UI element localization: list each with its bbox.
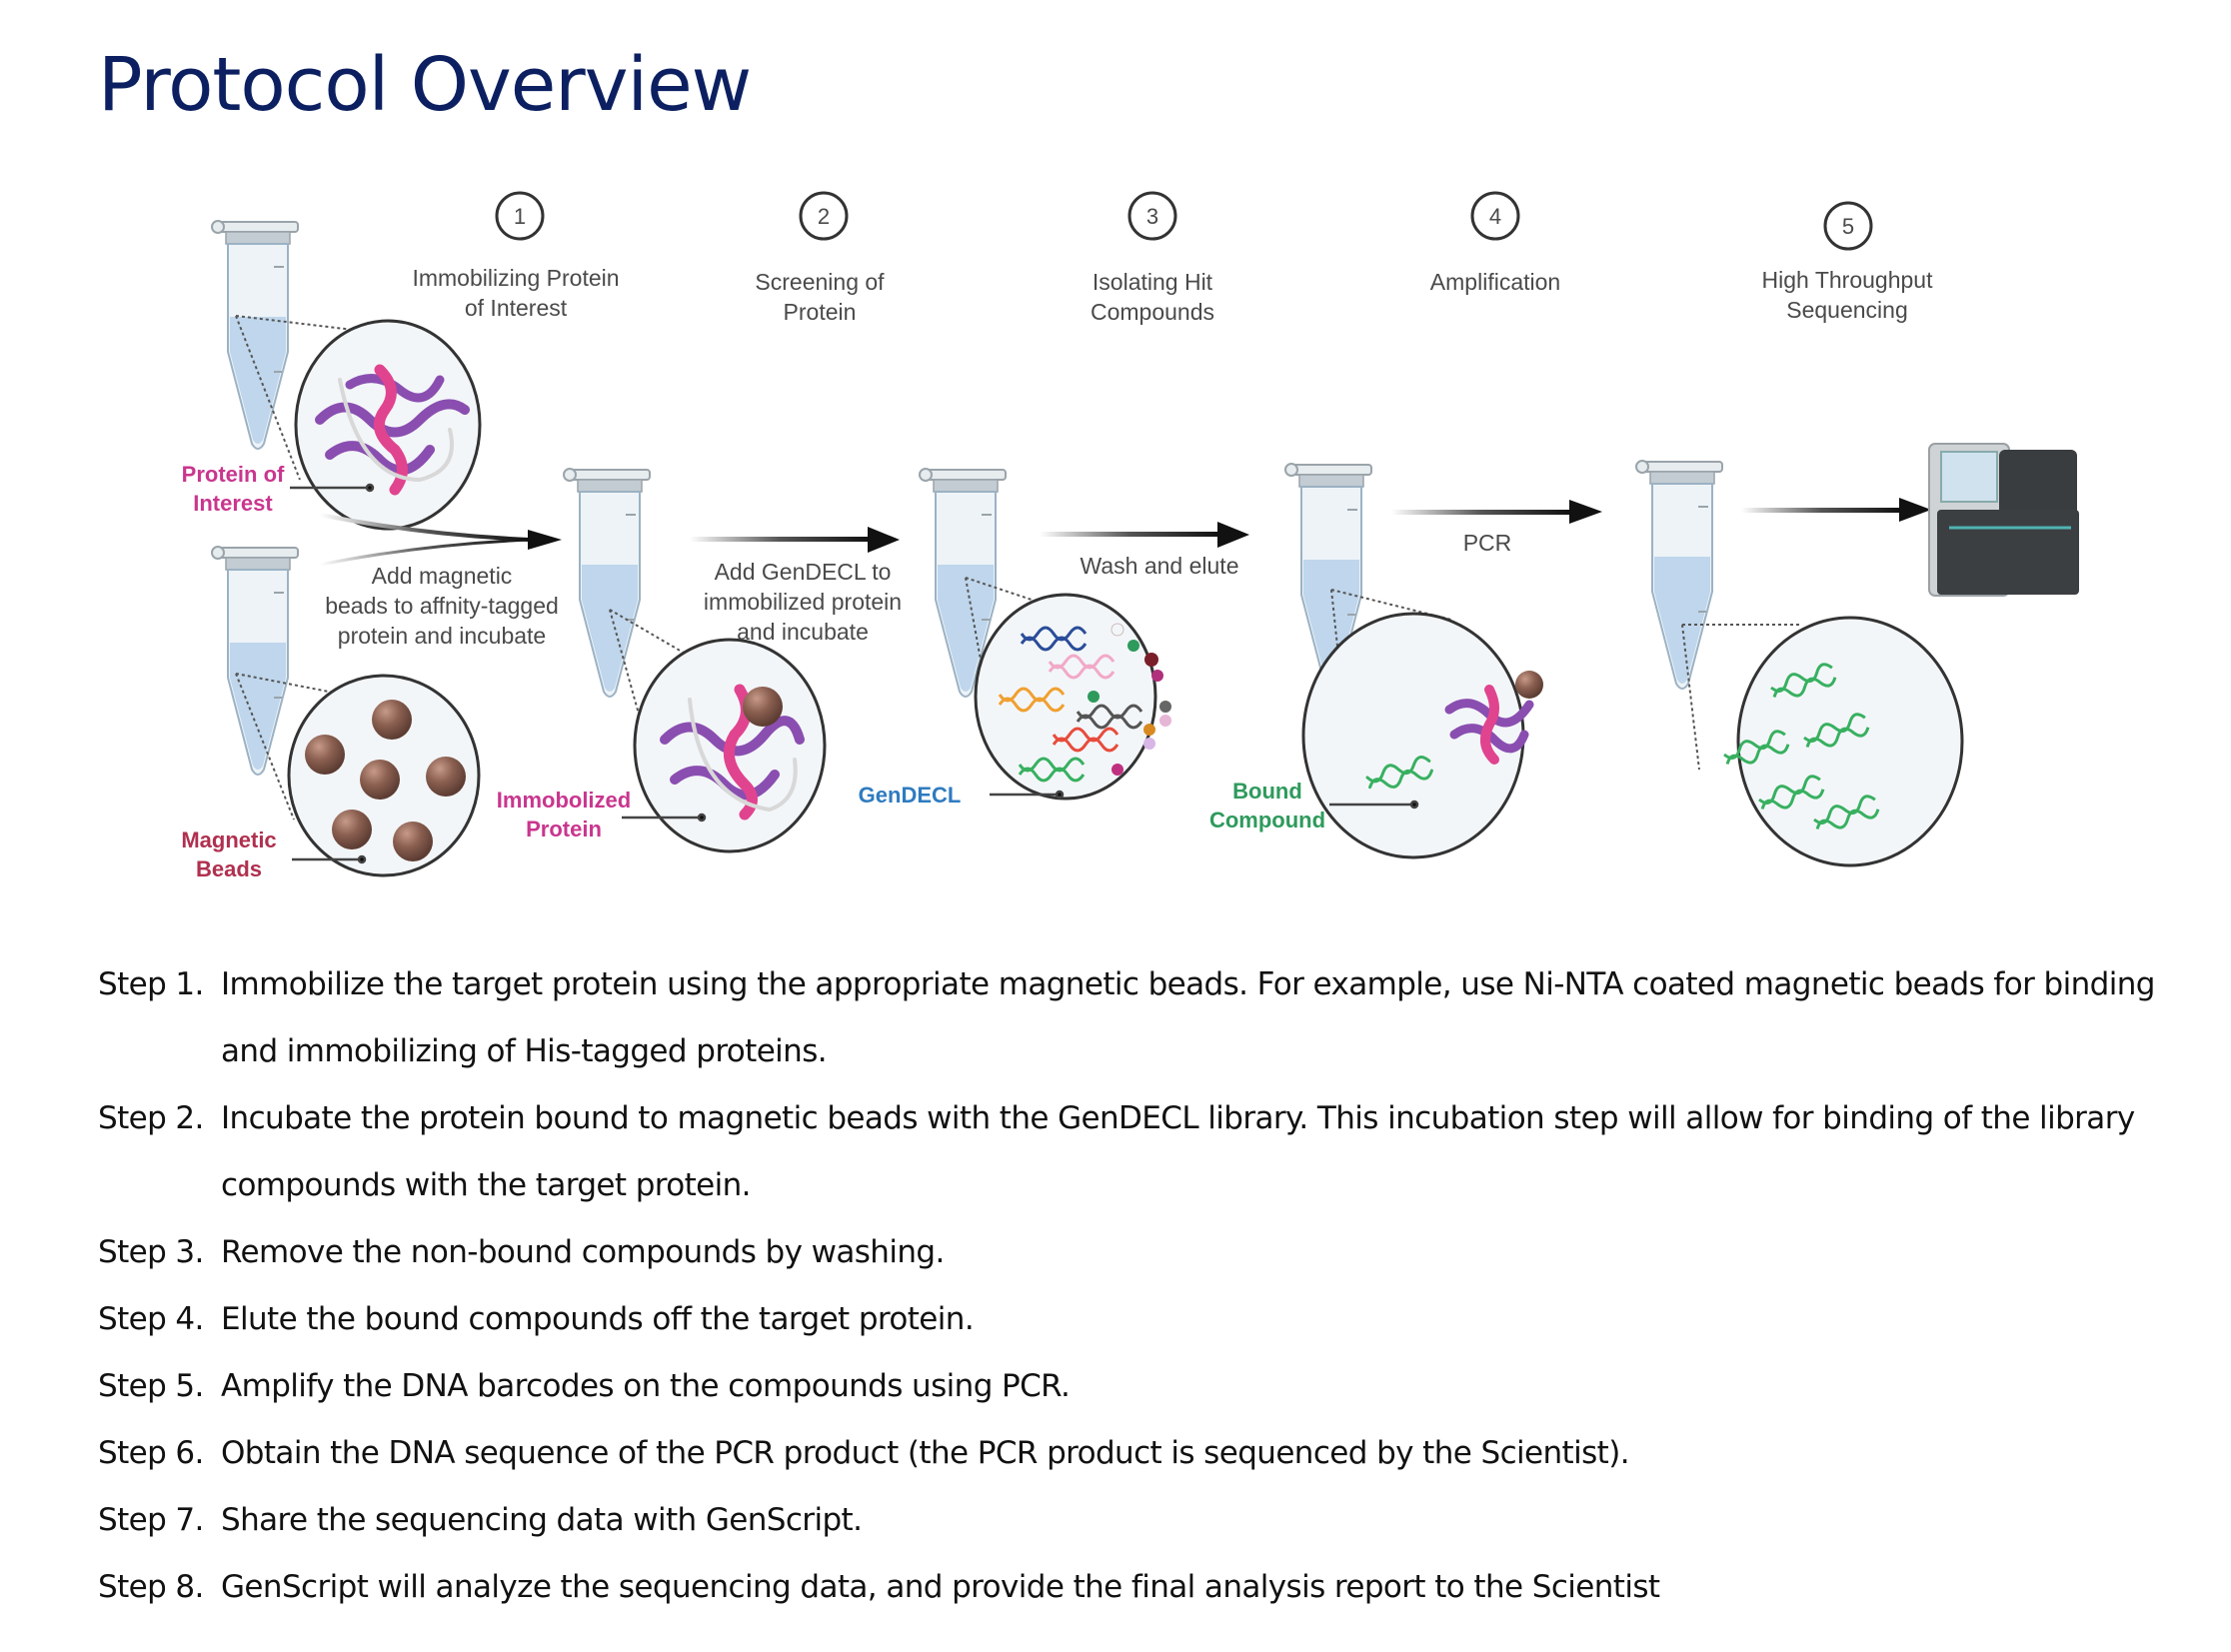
step-item: Step 4. Elute the bound compounds off the… bbox=[98, 1286, 2197, 1353]
step-item: Step 1. Immobilize the target protein usi… bbox=[98, 951, 2197, 1085]
step-item: Step 2. Incubate the protein bound to mag… bbox=[98, 1085, 2197, 1219]
protocol-diagram: 1 2 3 4 5 Immobilizing Protein of Intere… bbox=[181, 191, 2079, 881]
stage-3-number-badge bbox=[1127, 191, 1177, 241]
tube-beads-icon bbox=[211, 546, 299, 776]
wash-elute-label: Wash and elute bbox=[1080, 553, 1239, 579]
step-number: Step 8. bbox=[98, 1569, 204, 1605]
step-text: Immobilize the target protein using the … bbox=[221, 966, 2155, 1069]
step-item: Step 7. Share the sequencing data with Ge… bbox=[98, 1487, 2197, 1554]
tube-immobilized-icon bbox=[563, 468, 651, 698]
stage-2-number: 2 bbox=[817, 204, 831, 229]
arrow-sequencing-icon bbox=[1741, 498, 1931, 522]
arrow-wash-icon bbox=[1040, 522, 1249, 548]
stage-1-number: 1 bbox=[513, 204, 527, 229]
tube-protein-icon bbox=[211, 220, 299, 450]
diagram-graphics bbox=[211, 191, 2079, 877]
step-item: Step 6. Obtain the DNA sequence of the PC… bbox=[98, 1420, 2197, 1487]
magnetic-beads-label: Magnetic Beads bbox=[181, 827, 277, 881]
step-item: Step 5. Amplify the DNA barcodes on the c… bbox=[98, 1353, 2197, 1420]
add-gendecl-label: Add GenDECL to immobilized protein and i… bbox=[703, 559, 903, 645]
step-text: Elute the bound compounds off the target… bbox=[221, 1301, 975, 1337]
stage-1-number-badge bbox=[495, 191, 545, 241]
immobilized-protein-label: Immobolized Protein bbox=[496, 788, 632, 841]
stage-2-title: Screening of Protein bbox=[755, 269, 885, 325]
step-item: Step 8. GenScript will analyze the sequen… bbox=[98, 1554, 2197, 1621]
step-text: Remove the non-bound compounds by washin… bbox=[221, 1234, 945, 1270]
step-number: Step 2. bbox=[98, 1100, 204, 1136]
stage-5-title: High Throughput Sequencing bbox=[1761, 267, 1933, 323]
gendecl-zoom-circle bbox=[974, 593, 1157, 801]
pcr-label: PCR bbox=[1462, 530, 1512, 556]
step-number: Step 6. bbox=[98, 1435, 204, 1471]
step-item: Step 3. Remove the non-bound compounds by… bbox=[98, 1219, 2197, 1286]
callout-leader-lines bbox=[290, 483, 1419, 864]
magnetic-beads-icon bbox=[305, 700, 466, 861]
protein-zoom-circle bbox=[294, 319, 482, 531]
step-text: Amplify the DNA barcodes on the compound… bbox=[221, 1368, 1071, 1404]
bound-compound-icon bbox=[1363, 671, 1543, 795]
step-number: Step 1. bbox=[98, 966, 204, 1002]
stage-2-number-badge bbox=[799, 191, 849, 241]
add-beads-label: Add magnetic beads to affnity-tagged pro… bbox=[325, 563, 559, 649]
sequencer-machine-icon bbox=[1928, 443, 2079, 597]
protocol-steps-list: Step 1. Immobilize the target protein usi… bbox=[98, 951, 2197, 1621]
arrow-add-gendecl-icon bbox=[690, 527, 900, 553]
stage-3-number: 3 bbox=[1145, 204, 1159, 229]
step-number: Step 4. bbox=[98, 1301, 204, 1337]
tube-pcr-icon bbox=[1635, 460, 1723, 690]
stage-5-number: 5 bbox=[1841, 214, 1855, 239]
dna-library-icon bbox=[998, 623, 1171, 783]
protein-structure-icon bbox=[315, 364, 470, 496]
step-text: GenScript will analyze the sequencing da… bbox=[221, 1569, 1660, 1605]
arrow-add-beads-icon bbox=[319, 513, 562, 567]
step-text: Incubate the protein bound to magnetic b… bbox=[221, 1100, 2135, 1203]
protein-of-interest-label: Protein of Interest bbox=[181, 462, 285, 516]
stage-4-title: Amplification bbox=[1429, 269, 1561, 295]
stage-4-number-badge bbox=[1470, 191, 1520, 241]
step-number: Step 7. bbox=[98, 1502, 204, 1538]
immobilized-protein-icon bbox=[660, 684, 805, 821]
stage-4-number: 4 bbox=[1488, 204, 1502, 229]
gendecl-label: GenDECL bbox=[858, 783, 962, 808]
stage-3-title: Isolating Hit Compounds bbox=[1090, 269, 1215, 325]
step-text: Obtain the DNA sequence of the PCR produ… bbox=[221, 1435, 1630, 1471]
amplified-zoom-circle bbox=[1736, 616, 1964, 867]
stage-5-number-badge bbox=[1823, 201, 1873, 251]
bound-compound-label: Bound Compound bbox=[1208, 779, 1326, 832]
page-title: Protocol Overview bbox=[98, 42, 752, 128]
stage-1-title: Immobilizing Protein of Interest bbox=[412, 265, 620, 321]
arrow-pcr-icon bbox=[1391, 500, 1602, 524]
step-text: Share the sequencing data with GenScript… bbox=[221, 1502, 863, 1538]
step-number: Step 3. bbox=[98, 1234, 204, 1270]
step-number: Step 5. bbox=[98, 1368, 204, 1404]
